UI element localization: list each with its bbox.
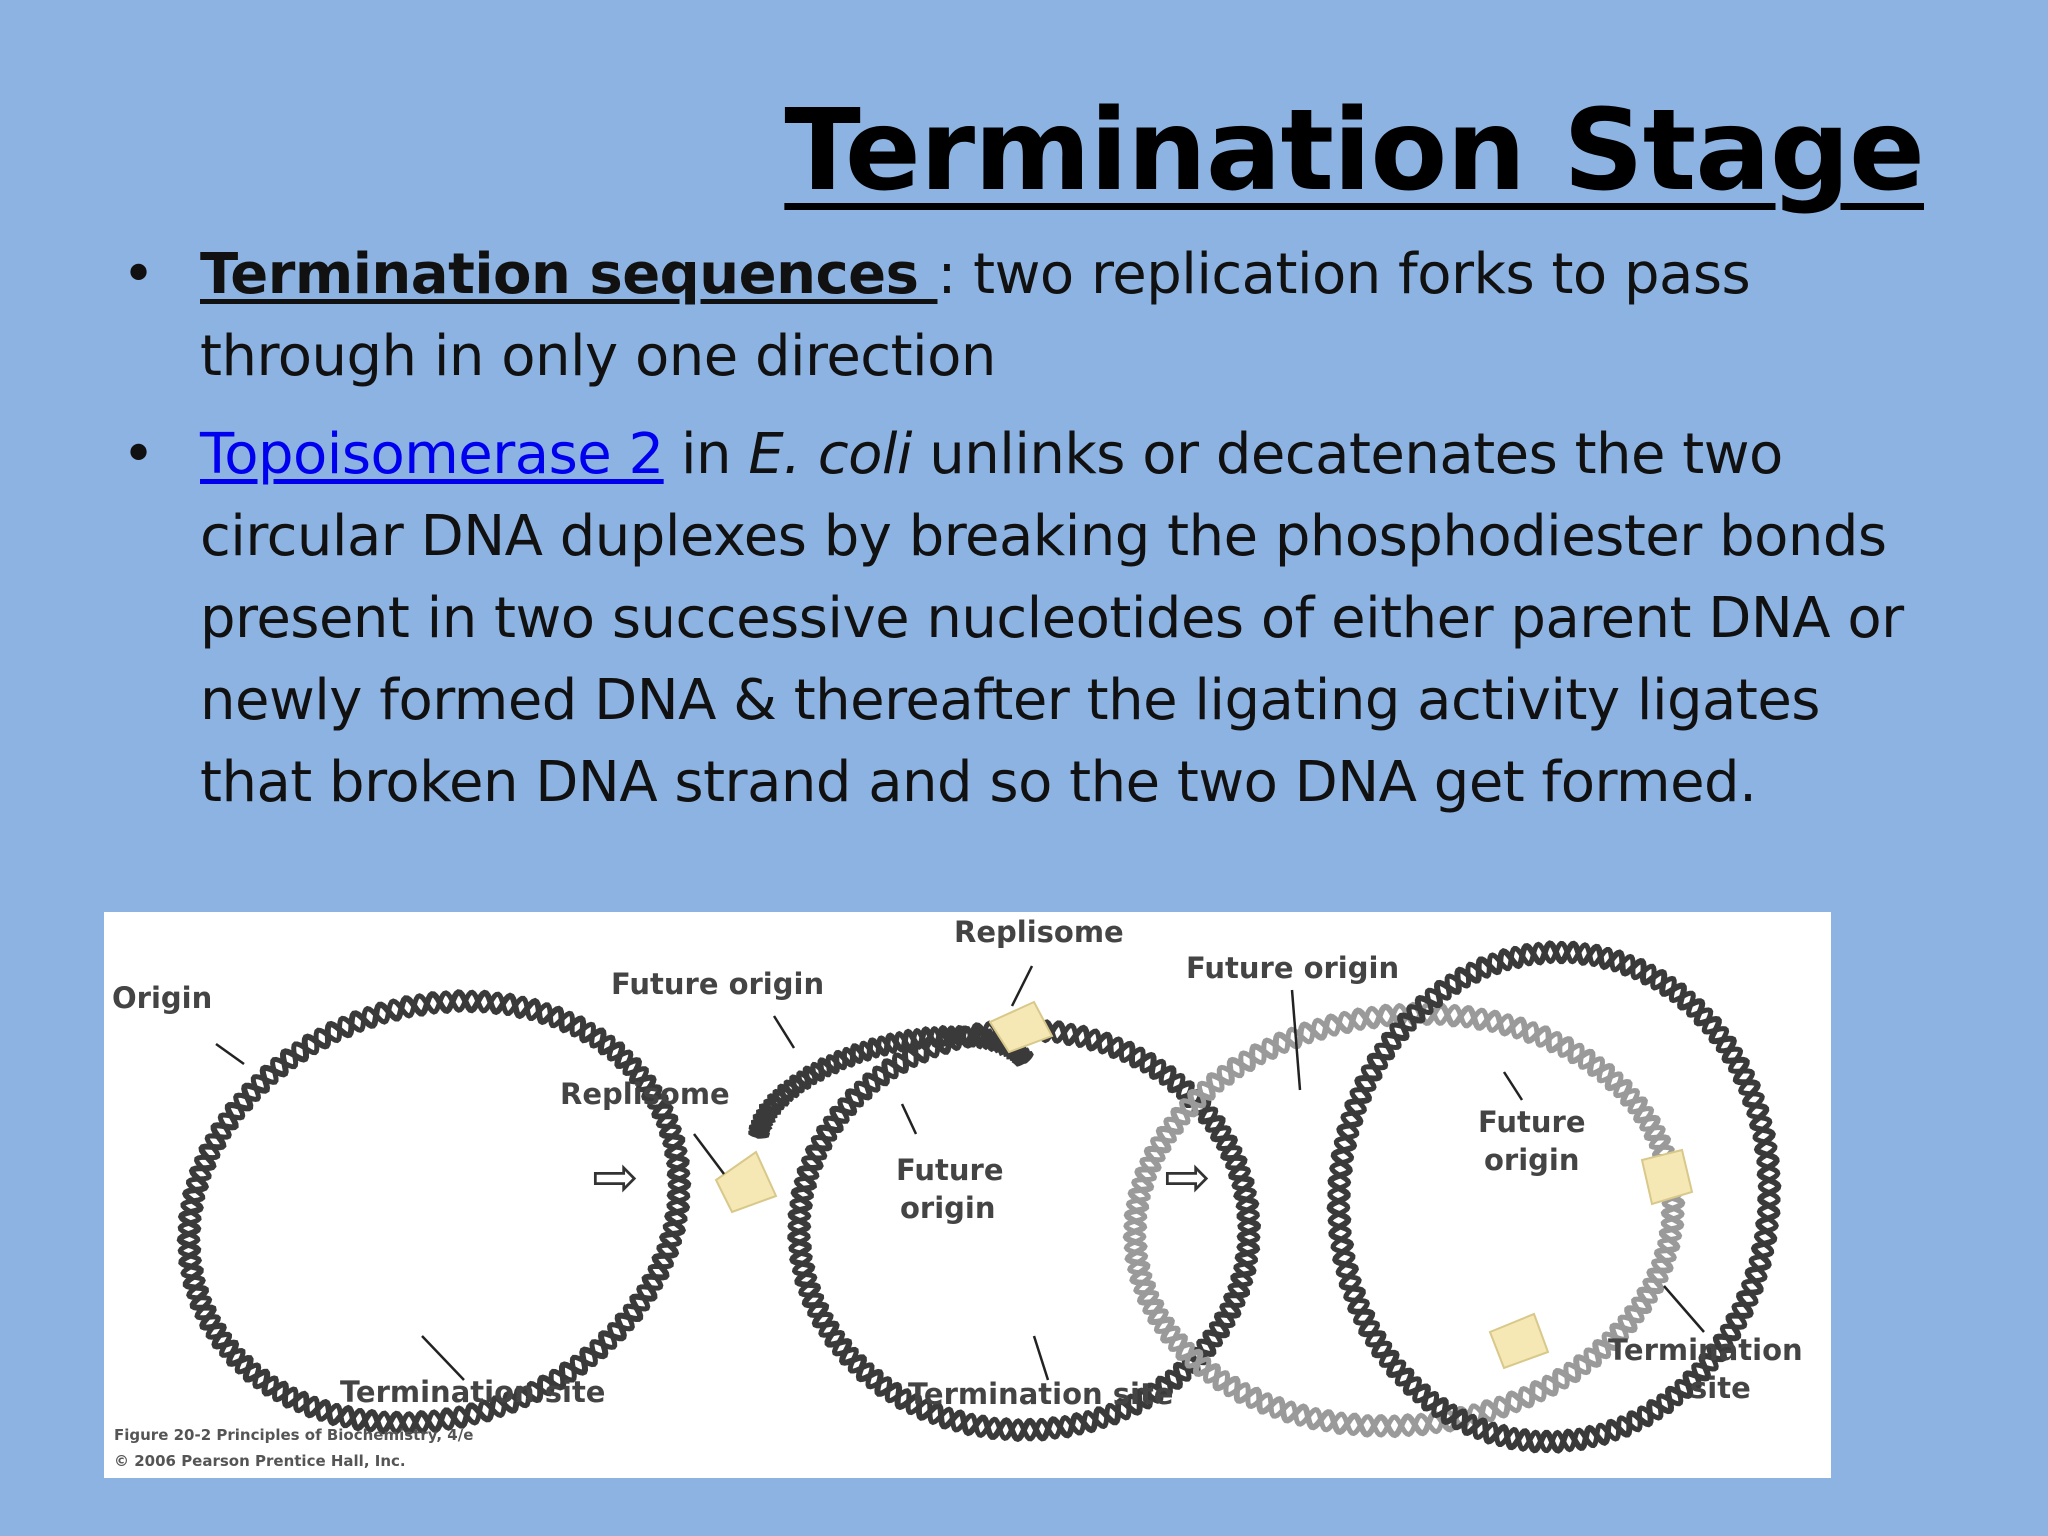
dna-replication-termination-figure: Origin Termination site Replisome Future… bbox=[104, 912, 1831, 1478]
topoisomerase-link[interactable]: Topoisomerase 2 bbox=[200, 422, 664, 487]
termination-site-label: site bbox=[1690, 1371, 1751, 1405]
figure-copyright: © 2006 Pearson Prentice Hall, Inc. bbox=[114, 1452, 406, 1470]
bullet-item-topoisomerase: • Topoisomerase 2 in E. coli unlinks or … bbox=[120, 414, 1940, 824]
figure-svg: Origin Termination site Replisome Future… bbox=[112, 915, 1803, 1470]
bullet-text-in: in bbox=[663, 422, 749, 487]
daughter-dna-strand bbox=[748, 1025, 1030, 1139]
figure-caption: Figure 20-2 Principles of Biochemistry, … bbox=[114, 1426, 473, 1444]
pointer-lines bbox=[215, 965, 1705, 1381]
bullet-list: • Termination sequences : two replicatio… bbox=[120, 234, 1940, 840]
bullet-marker: • bbox=[122, 242, 155, 307]
bullet-item-termination-sequences: • Termination sequences : two replicatio… bbox=[120, 234, 1940, 398]
replisome-shape bbox=[714, 1150, 778, 1214]
termination-site-label: Termination bbox=[1608, 1333, 1803, 1367]
daughter-dna-circle bbox=[1327, 940, 1781, 1454]
daughter-dna-circle bbox=[1123, 1002, 1685, 1438]
parent-dna-circle bbox=[787, 1018, 1261, 1442]
bullet-text: unlinks or decatenates the two circular … bbox=[200, 422, 1904, 815]
dna-strands bbox=[176, 940, 1782, 1454]
future-origin-label: origin bbox=[1484, 1143, 1580, 1177]
future-origin-label: Future bbox=[1478, 1105, 1586, 1139]
replisome-shape bbox=[1640, 1148, 1694, 1206]
right-arrow-icon: ⇨ bbox=[1164, 1145, 1211, 1208]
termination-site-label: Termination site bbox=[340, 1375, 605, 1409]
origin-label: Origin bbox=[112, 981, 212, 1015]
future-origin-label: origin bbox=[900, 1191, 996, 1225]
organism-name: E. coli bbox=[748, 422, 912, 487]
replisome-label: Replisome bbox=[954, 915, 1124, 949]
replisome-shape bbox=[988, 1000, 1054, 1054]
future-origin-label: Future origin bbox=[611, 967, 824, 1001]
right-arrow-icon: ⇨ bbox=[592, 1145, 639, 1208]
replisome-shape bbox=[1488, 1312, 1550, 1370]
termination-site-label: Termination site bbox=[908, 1377, 1173, 1411]
bullet-marker: • bbox=[122, 422, 155, 487]
parent-dna-circle bbox=[177, 989, 691, 1435]
bullet-text: : two replication forks to pass through … bbox=[200, 242, 1751, 389]
future-origin-label: Future origin bbox=[1186, 951, 1399, 985]
replisome-label: Replisome bbox=[560, 1077, 730, 1111]
slide-title: Termination Stage bbox=[784, 86, 1925, 216]
termination-sequences-term: Termination sequences bbox=[200, 242, 938, 307]
future-origin-label: Future bbox=[896, 1153, 1004, 1187]
